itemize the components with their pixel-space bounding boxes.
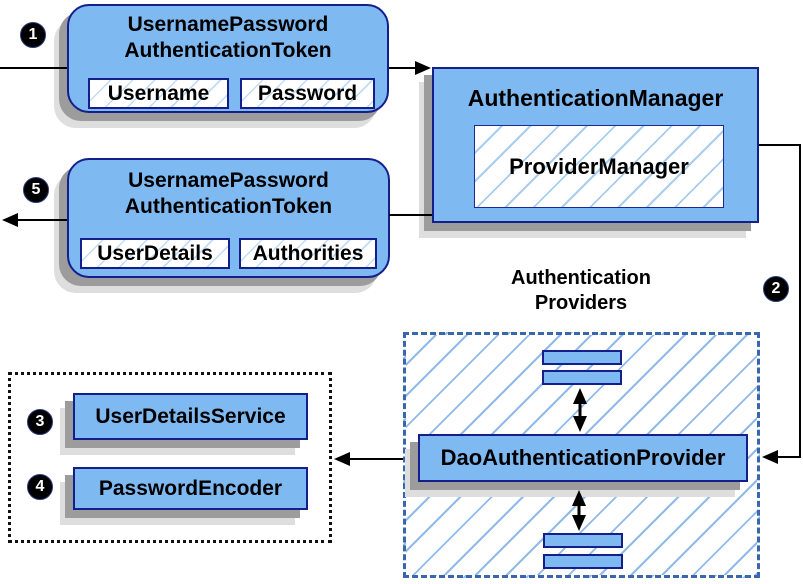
provider-to-services-arrowhead-icon [334, 452, 350, 466]
token-to-manager-arrowhead-icon [415, 61, 431, 75]
password-encoder-box: PasswordEncoder [73, 467, 308, 510]
token-response-title-line1: UsernamePassword [128, 169, 329, 192]
authorities-field-box: Authorities [239, 238, 377, 269]
provider-stack-top-bar-2 [542, 370, 622, 385]
authentication-providers-label-line2: Providers [534, 292, 628, 314]
provider-stack-bottom-bar-1 [543, 533, 623, 548]
password-field-box: Password [240, 78, 375, 109]
services-region [8, 372, 332, 543]
authentication-providers-label-line1: Authentication [511, 267, 651, 289]
dao-authentication-provider-box: DaoAuthenticationProvider [418, 434, 748, 482]
user-details-service-box: UserDetailsService [73, 393, 308, 440]
provider-manager-box: ProviderManager [474, 125, 724, 208]
user-details-field-box: UserDetails [80, 238, 230, 269]
step-2-badge: 2 [763, 276, 789, 302]
authentication-providers-label: Authentication Providers [451, 266, 711, 316]
manager-to-provider-arrowhead-icon [762, 450, 778, 464]
token-response-title-line2: AuthenticationToken [124, 195, 333, 218]
token-request-title-line1: UsernamePassword [127, 13, 329, 36]
username-password-token-response-box: UsernamePassword AuthenticationToken Use… [67, 158, 390, 278]
step-3-badge: 3 [27, 409, 53, 435]
step-1-badge: 1 [20, 22, 46, 48]
authentication-manager-title: AuthenticationManager [467, 85, 724, 111]
provider-stack-top-bar-1 [542, 350, 622, 365]
outgoing-response-arrowhead-icon [2, 213, 18, 227]
authentication-manager-box: AuthenticationManager ProviderManager [432, 67, 759, 223]
token-request-title-line2: AuthenticationToken [124, 39, 332, 62]
username-field-box: Username [88, 78, 229, 109]
step-5-badge: 5 [23, 177, 49, 203]
step-4-badge: 4 [27, 474, 53, 500]
username-password-token-request-box: UsernamePassword AuthenticationToken Use… [67, 4, 389, 113]
provider-stack-bottom-bar-2 [543, 554, 623, 569]
